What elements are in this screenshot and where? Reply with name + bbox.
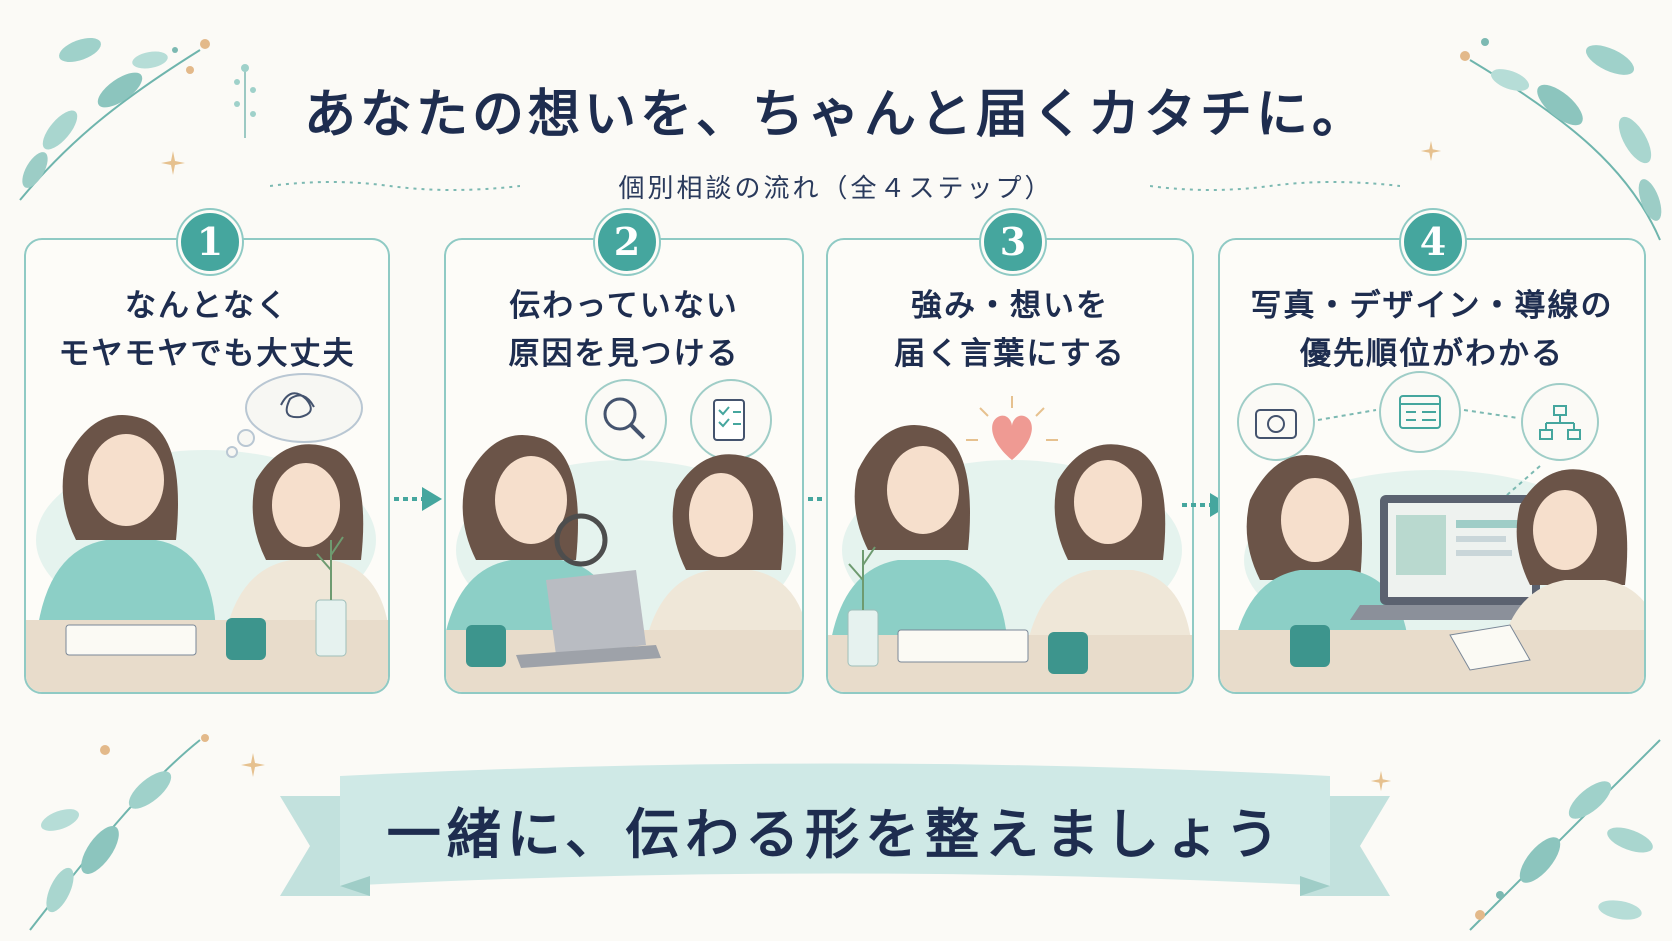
step-2-illustration bbox=[446, 379, 802, 692]
step-1-illustration bbox=[26, 373, 388, 692]
laptop-icon bbox=[516, 570, 661, 668]
dotted-divider-left bbox=[270, 181, 520, 191]
leaf-decoration-top-right bbox=[1460, 38, 1662, 241]
woman-left-figure bbox=[36, 415, 216, 640]
ribbon-text: 一緒に、伝わる形を整えましょう bbox=[386, 802, 1286, 866]
webpage-icon bbox=[1379, 371, 1461, 453]
step-4-illustration bbox=[1220, 371, 1644, 692]
checklist-icon bbox=[690, 379, 772, 461]
magnifier-icon bbox=[585, 379, 667, 461]
step-number-badge-3: 3 bbox=[981, 210, 1045, 274]
dotted-divider-right bbox=[1150, 181, 1400, 191]
ribbon-banner bbox=[280, 763, 1390, 896]
sparkle-icon bbox=[161, 151, 185, 175]
sitemap-icon bbox=[1521, 383, 1599, 461]
sparkle-icon bbox=[1420, 140, 1442, 162]
page-title: あなたの想いを、ちゃんと届くカタチに。 bbox=[303, 84, 1368, 145]
step-1-title: なんとなく モヤモヤでも大丈夫 bbox=[58, 288, 356, 372]
leaf-decoration-bottom-left bbox=[29, 734, 209, 931]
step-card-3: 強み・想いを 届く言葉にする bbox=[826, 238, 1194, 694]
step-3-title: 強み・想いを 届く言葉にする bbox=[894, 288, 1126, 372]
subtitle-row: 個別相談の流れ（全４ステップ） bbox=[0, 168, 1672, 208]
step-2-title: 伝わっていない 原因を見つける bbox=[508, 288, 740, 372]
thought-bubble-icon bbox=[226, 373, 363, 458]
heart-icon bbox=[966, 396, 1058, 460]
step-card-4: 写真・デザイン・導線の 優先順位がわかる bbox=[1218, 238, 1646, 694]
step-number-badge-4: 4 bbox=[1401, 210, 1465, 274]
step-number-badge-2: 2 bbox=[595, 210, 659, 274]
leaf-sprig-icon bbox=[234, 64, 256, 138]
leaf-decoration-bottom-right bbox=[1469, 739, 1661, 931]
step-card-1: なんとなく モヤモヤでも大丈夫 bbox=[24, 238, 390, 694]
step-4-title: 写真・デザイン・導線の 優先順位がわかる bbox=[1250, 288, 1614, 372]
camera-icon bbox=[1237, 383, 1315, 461]
subtitle: 個別相談の流れ（全４ステップ） bbox=[618, 174, 1054, 204]
arrow-right-icon bbox=[394, 487, 442, 511]
step-card-2: 伝わっていない 原因を見つける bbox=[444, 238, 804, 694]
step-number-badge-1: 1 bbox=[178, 210, 242, 274]
sparkle-icon bbox=[241, 753, 265, 777]
sparkle-icon bbox=[1370, 770, 1392, 792]
leaf-decoration-top-left bbox=[19, 37, 210, 201]
step-3-illustration bbox=[828, 396, 1192, 692]
